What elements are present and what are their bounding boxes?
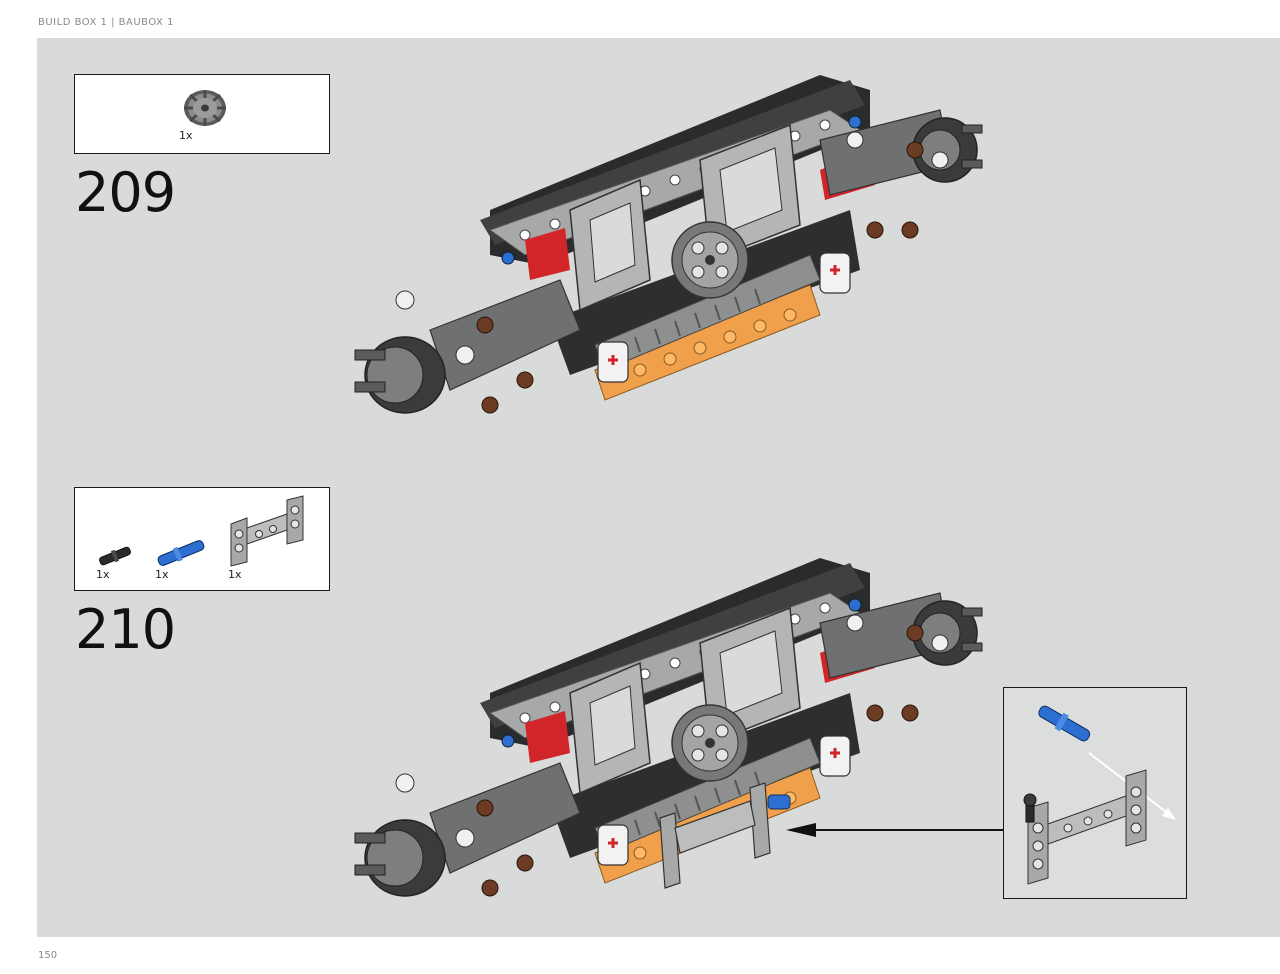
sub-assembly-detail-box bbox=[1003, 687, 1187, 899]
parts-callout-step-209: 1x bbox=[74, 74, 330, 154]
parts-callout-step-210: 1x 1x 1x bbox=[74, 487, 330, 591]
part-quantity: 1x bbox=[96, 568, 110, 581]
part-quantity: 1x bbox=[155, 568, 169, 581]
step-number-209: 209 bbox=[75, 161, 176, 224]
part-quantity: 1x bbox=[179, 129, 193, 142]
blue-axle-pin-icon bbox=[157, 540, 205, 566]
sub-assembly-illustration bbox=[1023, 705, 1176, 885]
h-frame-beam-icon bbox=[230, 495, 304, 567]
page-number: 150 bbox=[38, 950, 58, 961]
black-pin-icon bbox=[99, 546, 131, 566]
step-number-210: 210 bbox=[75, 598, 176, 661]
part-quantity: 1x bbox=[228, 568, 242, 581]
page-header: BUILD BOX 1 | BAUBOX 1 bbox=[38, 17, 174, 28]
chassis-model-step-209 bbox=[354, 75, 983, 414]
callout-arrow bbox=[786, 823, 1004, 837]
gear-icon bbox=[184, 90, 226, 126]
chassis-model-step-210 bbox=[353, 556, 984, 898]
